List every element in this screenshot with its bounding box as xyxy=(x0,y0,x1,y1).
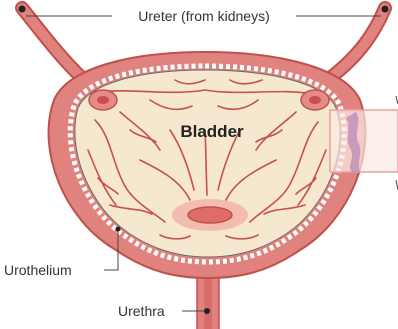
urethral-opening xyxy=(188,207,232,223)
urethra-dot xyxy=(204,308,210,314)
bladder-label: Bladder xyxy=(180,122,244,141)
urethra-label: Urethra xyxy=(118,303,165,319)
urothelium-dot xyxy=(116,227,121,232)
inset-box xyxy=(330,110,398,172)
urothelium-label: Urothelium xyxy=(4,262,72,278)
left-ureter-end-dot xyxy=(19,6,26,13)
ureter-label: Ureter (from kidneys) xyxy=(138,8,269,24)
right-ureter-end-dot xyxy=(382,6,389,13)
